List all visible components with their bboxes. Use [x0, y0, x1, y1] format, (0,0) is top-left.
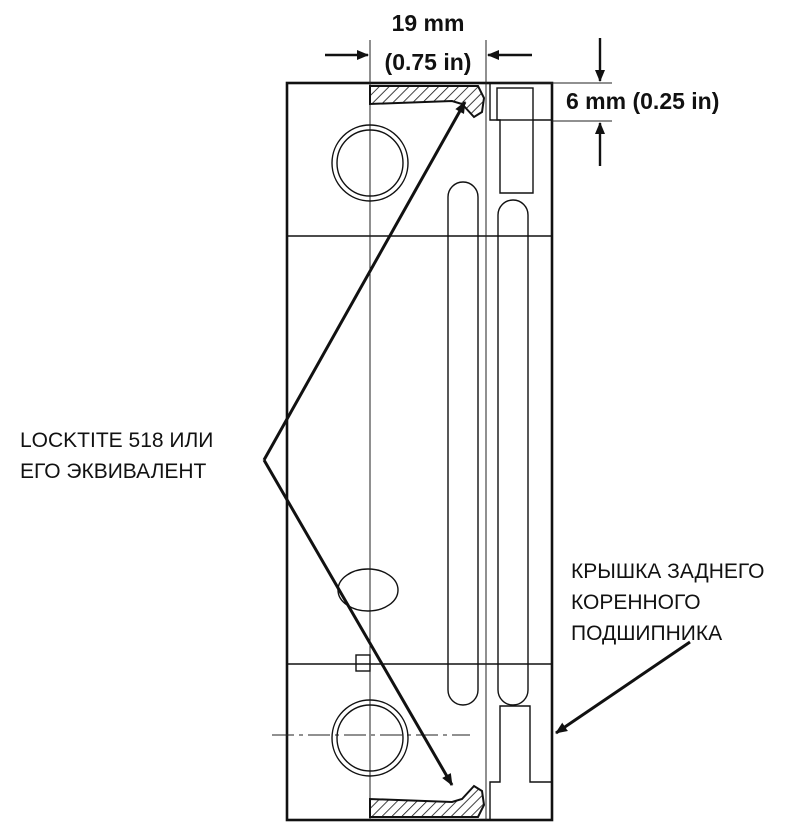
sealant-leader-bottom: [262, 459, 454, 786]
bottom-seal-step: [489, 705, 552, 820]
upper-bolt-hole: [331, 124, 409, 202]
top-seal-step: [489, 83, 552, 194]
upper-sealant-bead: [369, 85, 486, 119]
part-label-line3: ПОДШИПНИКА: [571, 622, 722, 645]
width-mm-label: 19 mm: [392, 10, 465, 36]
sealant-leader-top: [262, 101, 467, 461]
sealant-label-line2: ЕГО ЭКВИВАЛЕНТ: [20, 460, 207, 483]
part-label-line2: КОРЕННОГО: [571, 591, 701, 614]
locating-dowel: [355, 654, 371, 672]
top-seal-window: [496, 87, 534, 121]
part-leader: [555, 640, 691, 735]
sealant-label-line1: LOCKTITE 518 ИЛИ: [20, 429, 213, 452]
width-in-label: (0.75 in): [385, 49, 472, 75]
groove-slot-right: [497, 199, 529, 706]
part-label-line1: КРЫШКА ЗАДНЕГО: [571, 560, 764, 583]
groove-slot-left: [447, 181, 479, 706]
cap-outline: [285, 81, 554, 822]
lower-bolt-hole: [331, 699, 409, 777]
lower-sealant-bead: [369, 784, 486, 818]
depth-label: 6 mm (0.25 in): [566, 88, 719, 114]
